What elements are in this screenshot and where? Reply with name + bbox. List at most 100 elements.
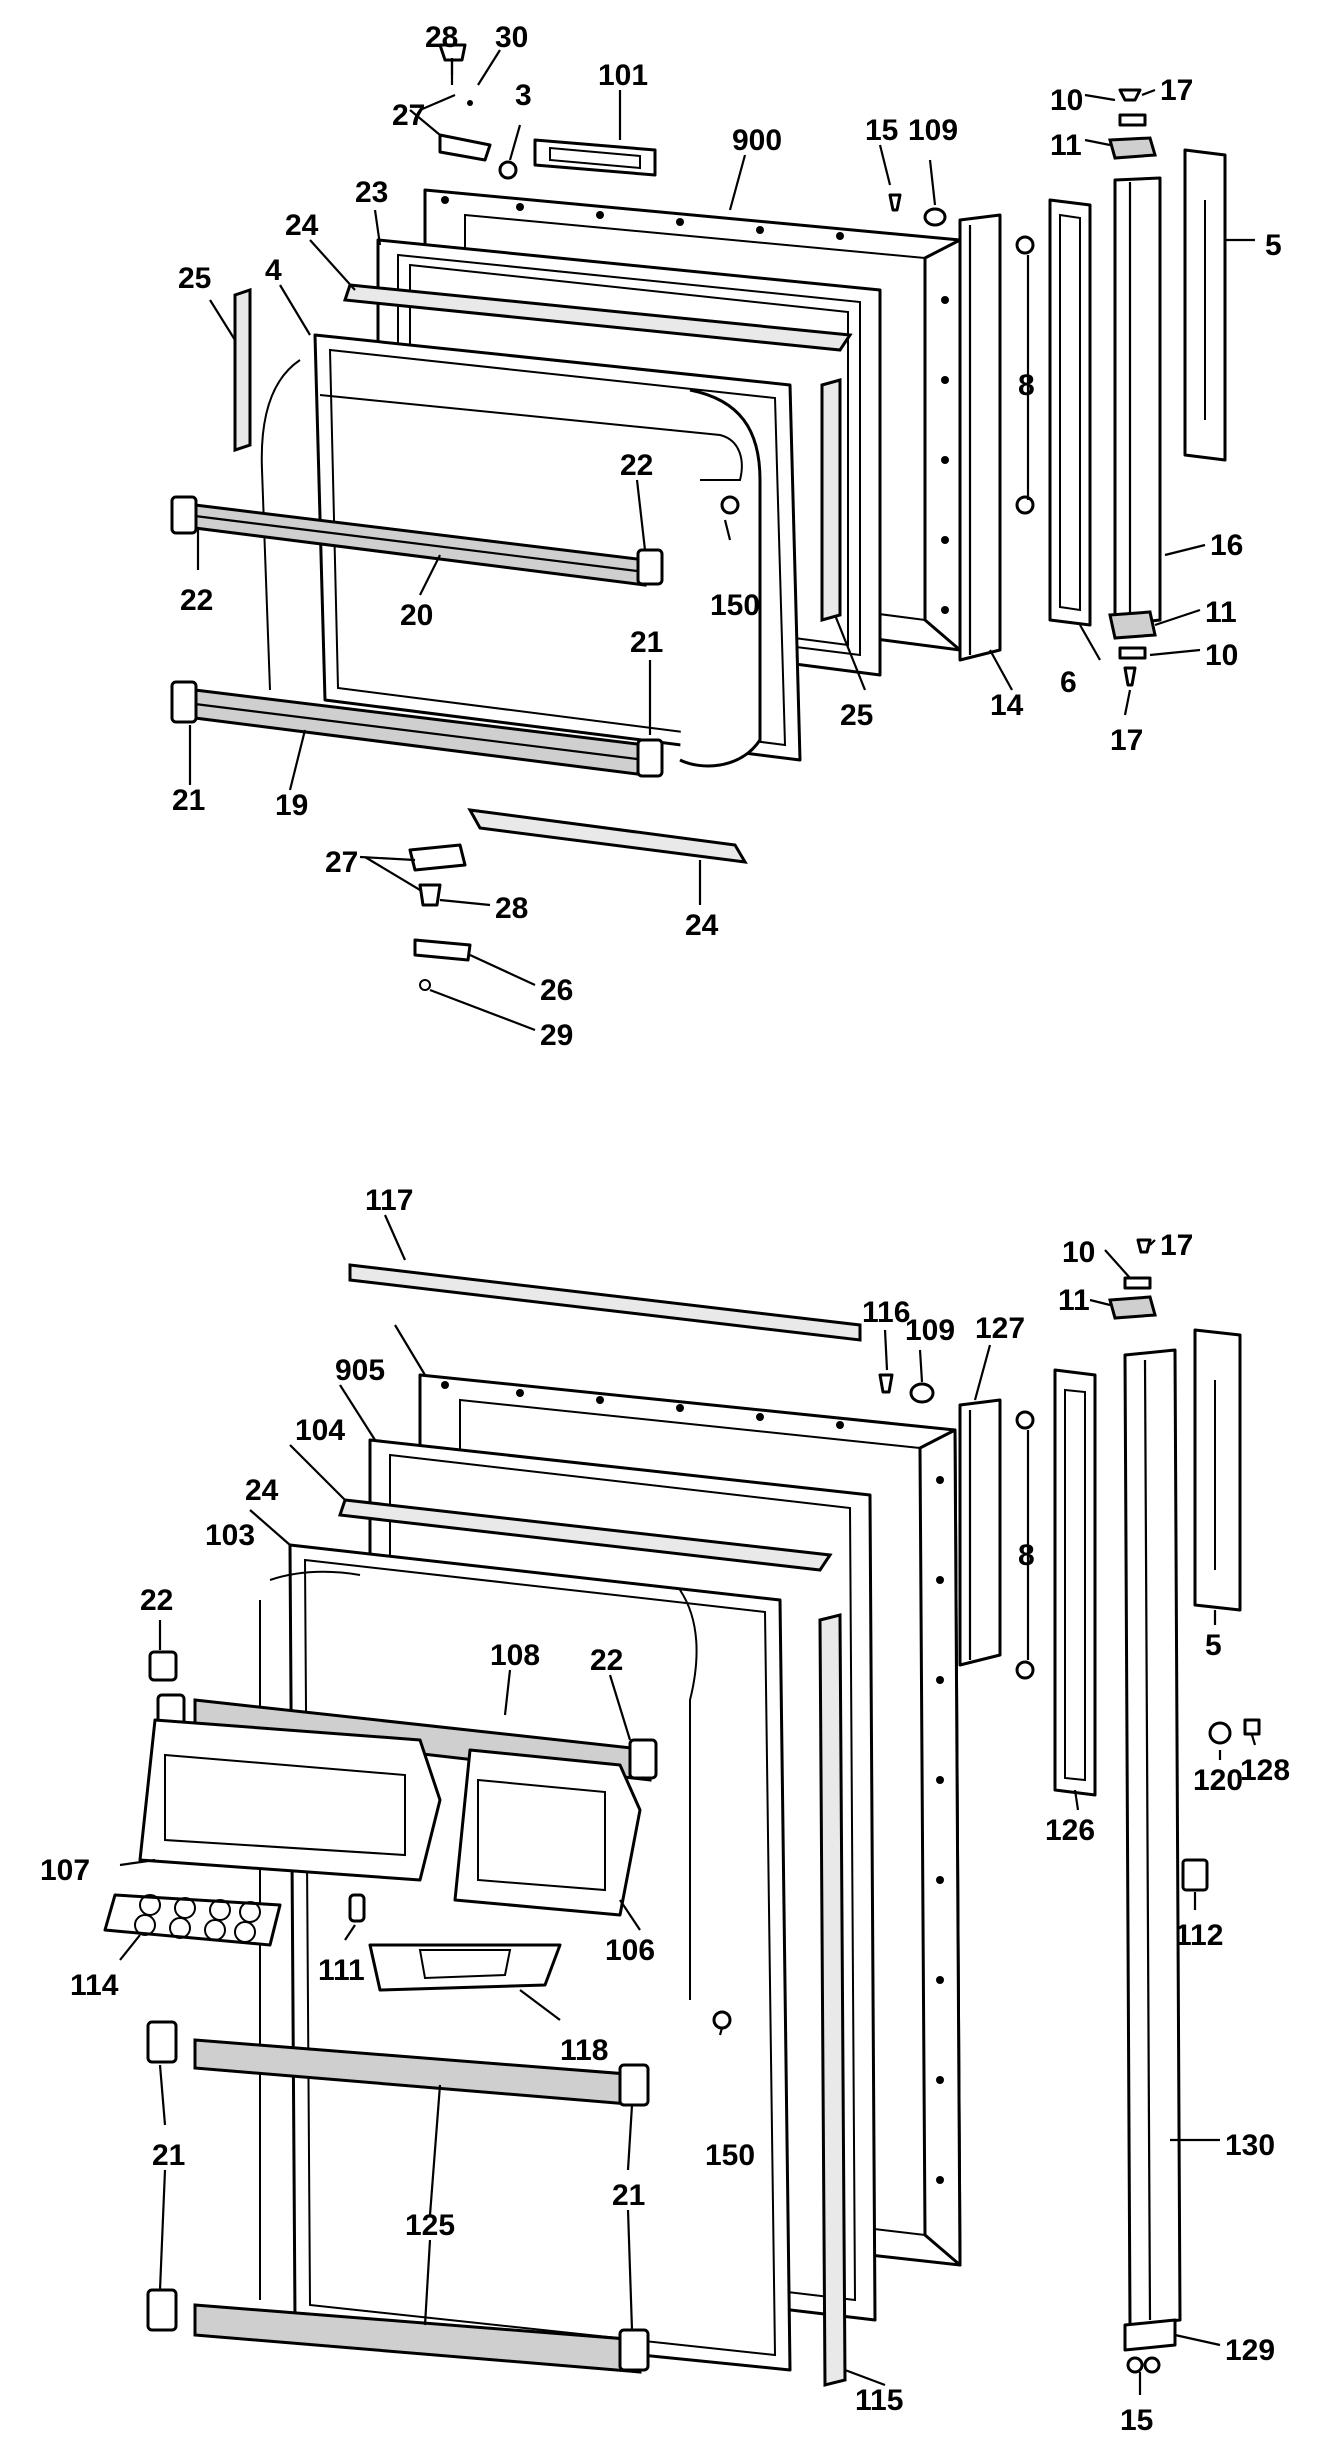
part-25-side-strip-left (233, 287, 252, 453)
label-23: 23 (355, 176, 388, 209)
top-handle-fasteners (1108, 88, 1157, 687)
label-101: 101 (598, 59, 648, 92)
label-125: 125 (405, 2209, 455, 2242)
label-11-mid: 11 (1205, 596, 1237, 629)
label-10-mid: 10 (1205, 639, 1238, 672)
part-15-109-screws (888, 193, 947, 227)
part-116-screw (878, 1373, 894, 1394)
label-22-right-ff: 22 (590, 1644, 623, 1677)
label-21-left-ff: 21 (152, 2139, 185, 2172)
part-127-channel (958, 1398, 1002, 1667)
label-118: 118 (560, 2034, 608, 2067)
label-112: 112 (1175, 1919, 1223, 1952)
label-15-bottom: 15 (1120, 2404, 1153, 2437)
part-118-tray (368, 1943, 562, 1992)
part-150-screw-top (720, 495, 740, 515)
part-15-screws-ff (1126, 2356, 1161, 2374)
label-21-right-top: 21 (630, 626, 663, 659)
part-129-bracket (1123, 2318, 1177, 2352)
label-6: 6 (1060, 666, 1077, 699)
label-114: 114 (70, 1969, 119, 2002)
label-109-top: 109 (908, 114, 958, 147)
label-27-bottom: 27 (325, 846, 358, 879)
part-112-switch (1181, 1858, 1209, 1892)
label-25-left: 25 (178, 262, 211, 295)
label-17-bottom: 17 (1160, 1229, 1193, 1262)
part-4-inner-liner (260, 333, 802, 768)
label-22-left-ff: 22 (140, 1584, 173, 1617)
label-11-top: 11 (1050, 129, 1082, 162)
label-28-bottom: 28 (495, 892, 528, 925)
part-19-door-shelf-lower (170, 680, 664, 778)
part-126-side-rail (1053, 1368, 1097, 1797)
label-3: 3 (515, 79, 532, 112)
part-8-screw-c (1015, 1410, 1035, 1430)
part-14-channel (958, 213, 1002, 662)
label-111: 111 (318, 1954, 365, 1987)
part-107-door-bin (138, 1718, 442, 1882)
label-24-top: 24 (285, 209, 319, 242)
part-22-clip-left (148, 1650, 178, 1682)
label-17-top: 17 (1160, 74, 1193, 107)
part-150-screw-bottom (712, 2010, 732, 2030)
part-115-side-strip (818, 1613, 847, 2387)
ff-handle-fasteners (1108, 1238, 1157, 1320)
label-116: 116 (862, 1296, 910, 1329)
label-8-top: 8 (1018, 369, 1035, 402)
label-104: 104 (295, 1414, 345, 1447)
part-114-egg-tray (103, 1893, 282, 1947)
label-5-bottom: 5 (1205, 1629, 1222, 1662)
part-101-handle-trim (533, 138, 657, 177)
label-28-top: 28 (425, 21, 458, 54)
label-905: 905 (335, 1354, 385, 1387)
label-120: 120 (1193, 1764, 1243, 1797)
label-108: 108 (490, 1639, 540, 1672)
label-22-left-top: 22 (180, 584, 213, 617)
part-106-door-bin (453, 1748, 642, 1917)
label-5-top: 5 (1265, 229, 1282, 262)
part-117-top-strip (348, 1263, 862, 1342)
part-16-handle-channel (1113, 176, 1162, 627)
label-22-right-top: 22 (620, 449, 653, 482)
label-10-bottom: 10 (1062, 1236, 1095, 1269)
bottom-leader-lines (119, 1214, 1257, 2395)
label-25-right: 25 (840, 699, 873, 732)
part-120-button (1208, 1721, 1232, 1745)
label-127: 127 (975, 1312, 1025, 1345)
label-8-bottom: 8 (1018, 1539, 1035, 1572)
part-20-door-shelf-upper (170, 495, 664, 587)
part-8-screw-b (1015, 495, 1035, 515)
label-126: 126 (1045, 1814, 1095, 1847)
label-19: 19 (275, 789, 308, 822)
bottom-hinge-parts (408, 843, 472, 991)
label-11-bottom: 11 (1058, 1284, 1090, 1317)
label-24-ff: 24 (245, 1474, 279, 1507)
label-27-top: 27 (392, 99, 425, 132)
label-128: 128 (1240, 1754, 1290, 1787)
part-5-door-handle (1183, 148, 1227, 462)
label-21-right-ff: 21 (612, 2179, 645, 2212)
label-107: 107 (40, 1854, 90, 1887)
label-109-bottom: 109 (905, 1314, 955, 1347)
label-150-top: 150 (710, 589, 760, 622)
label-129: 129 (1225, 2334, 1275, 2367)
part-109-plug (909, 1382, 935, 1404)
label-4: 4 (265, 254, 282, 287)
label-14: 14 (990, 689, 1024, 722)
label-130: 130 (1225, 2129, 1275, 2162)
part-24-breaker-strip-top (342, 283, 853, 352)
callout-labels: 28 30 27 3 101 900 15 109 10 17 11 5 23 … (40, 21, 1290, 2437)
label-30: 30 (495, 21, 528, 54)
label-20: 20 (400, 599, 433, 632)
part-128-clip (1243, 1718, 1261, 1736)
label-117: 117 (365, 1184, 413, 1217)
label-16: 16 (1210, 529, 1243, 562)
part-5-door-handle-ff (1193, 1328, 1242, 1612)
part-25-side-strip-right (820, 378, 842, 622)
top-hinge-parts (438, 43, 518, 180)
label-900: 900 (732, 124, 782, 157)
part-111-clip (348, 1893, 366, 1923)
label-21-left-top: 21 (172, 784, 205, 817)
label-10-top: 10 (1050, 84, 1083, 117)
